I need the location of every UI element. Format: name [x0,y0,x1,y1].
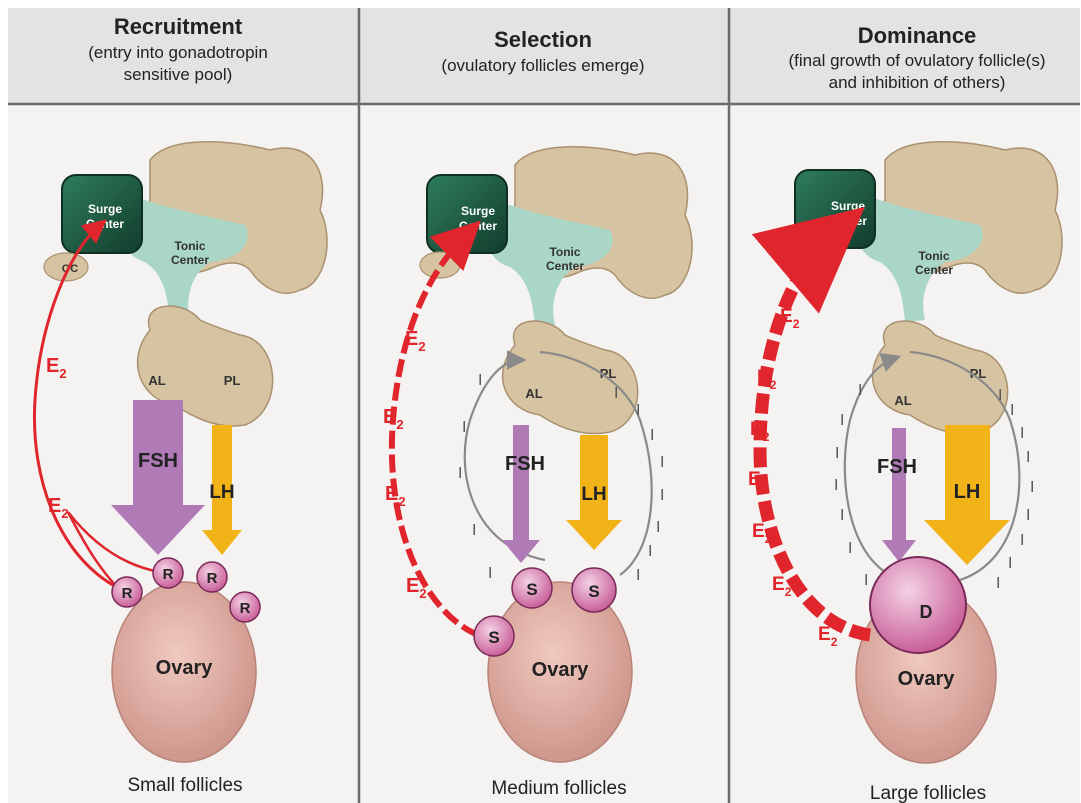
tonic-label-line1: Tonic [918,249,949,263]
inhibin-mark: I [996,575,1000,592]
fsh-label: FSH [138,450,178,472]
inhibin-mark: I [840,412,844,429]
svg-text:R: R [207,570,218,587]
fsh-label: FSH [877,456,917,478]
surge-label-line2: Center [459,219,497,233]
svg-text:R: R [240,600,251,617]
inhibin-mark: I [864,572,868,589]
ovary-label: Ovary [898,668,956,690]
follicle-s: S [572,568,616,612]
inhibin-mark: I [648,543,652,560]
inhibin-mark: I [636,402,640,419]
inhibin-mark: I [488,565,492,582]
inhibin-mark: I [614,385,618,402]
tonic-label-line1: Tonic [549,245,580,259]
surge-label-line1: Surge [461,204,495,218]
svg-text:S: S [588,582,599,601]
inhibin-mark: I [1008,555,1012,572]
al-label: AL [525,386,542,401]
inhibin-mark: I [1010,402,1014,419]
surge-label-line2: Center [86,217,124,231]
inhibin-mark: I [660,454,664,471]
surge-label-line1: Surge [88,202,122,216]
tonic-label-line2: Center [171,253,209,267]
inhibin-mark: I [462,419,466,436]
tonic-label-line1: Tonic [174,239,205,253]
inhibin-mark: I [660,487,664,504]
follicle-r: R [197,562,227,592]
lh-label: LH [209,482,234,503]
inhibin-mark: I [1026,449,1030,466]
panel-caption: Medium follicles [491,778,626,799]
follicle-r: R [230,592,260,622]
al-label: AL [894,393,911,408]
lh-label: LH [954,481,981,503]
panel-subtitle-line1: (final growth of ovulatory follicle(s) [789,51,1046,70]
svg-text:D: D [920,602,933,622]
panel-title: Dominance [858,23,977,48]
inhibin-mark: I [636,567,640,584]
inhibin-mark: I [1026,507,1030,524]
panel-subtitle-line1: (ovulatory follicles emerge) [441,56,644,75]
al-label: AL [148,373,165,388]
pl-label: PL [224,373,241,388]
tonic-label-line2: Center [546,259,584,273]
surge-label-line2: Center [829,214,867,228]
inhibin-mark: I [656,519,660,536]
follicle-d: D [870,557,966,653]
optic-chiasm [420,252,460,278]
follicle-r: R [153,558,183,588]
inhibin-mark: I [848,540,852,557]
inhibin-mark: I [458,465,462,482]
inhibin-mark: I [1020,532,1024,549]
inhibin-mark: I [998,387,1002,404]
inhibin-mark: I [834,477,838,494]
lh-label: LH [581,484,606,505]
svg-text:R: R [163,566,174,583]
follicle-s: S [512,568,552,608]
inhibin-mark: I [858,382,862,399]
inhibin-mark: I [1020,425,1024,442]
follicle-r: R [112,577,142,607]
follicle-s: S [474,616,514,656]
panel-caption: Large follicles [870,783,986,803]
panel-subtitle-line1: (entry into gonadotropin [88,43,268,62]
panel-caption: Small follicles [127,775,242,796]
inhibin-mark: I [835,445,839,462]
inhibin-mark: I [478,372,482,389]
panel-subtitle-line2: sensitive pool) [124,65,233,84]
panel-title: Recruitment [114,14,243,39]
fsh-label: FSH [505,453,545,475]
ovary-label: Ovary [532,659,590,681]
inhibin-mark: I [1030,479,1034,496]
inhibin-mark: I [472,522,476,539]
svg-text:S: S [526,580,537,599]
svg-text:R: R [122,585,133,602]
inhibin-mark: I [840,507,844,524]
surge-label-line1: Surge [831,199,865,213]
ovary-label: Ovary [156,657,214,679]
panel-title: Selection [494,27,592,52]
tonic-label-line2: Center [915,263,953,277]
inhibin-mark: I [650,427,654,444]
panel-subtitle-line2: and inhibition of others) [829,73,1006,92]
svg-text:S: S [488,628,499,647]
